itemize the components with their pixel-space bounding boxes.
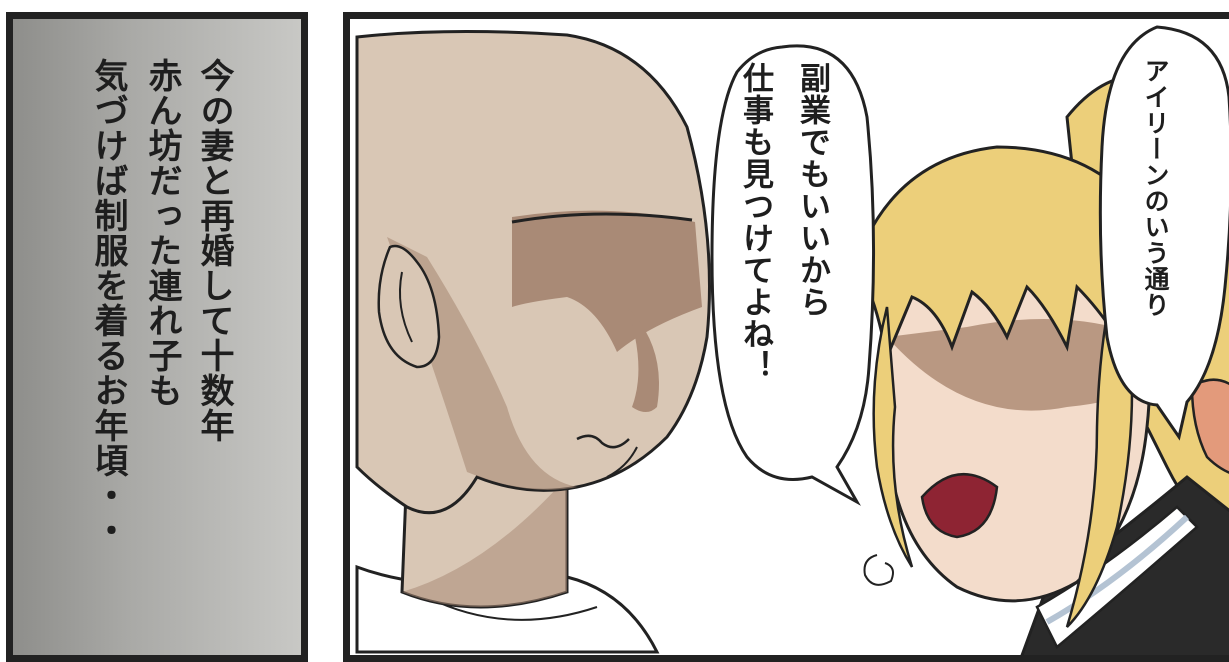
narration-line-2: 赤ん坊だった連れ子も	[138, 58, 187, 408]
narration-line-3: 気づけば制服を着るお年頃・・	[84, 58, 133, 548]
narration-line-1: 今の妻と再婚して十数年	[190, 58, 239, 443]
speech-line-2: 仕事も見つけてよね！	[735, 62, 775, 382]
comic-scene-illustration	[350, 19, 1229, 662]
speech-side-line: アイリーンのいう通り	[1140, 58, 1170, 318]
man-figure	[357, 31, 710, 652]
scene-panel	[343, 12, 1229, 662]
speech-line-1: 副業でもいいから	[792, 62, 832, 318]
